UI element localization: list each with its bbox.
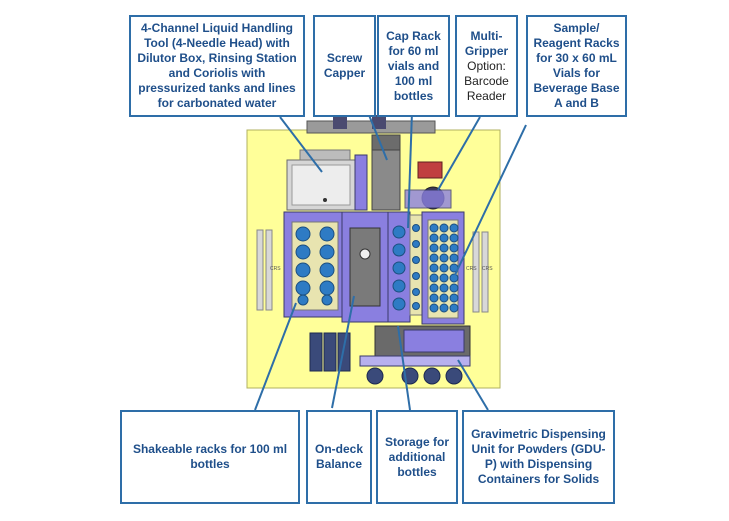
deck-label-crs-right-2: CRS [482,266,493,272]
multi-gripper-option: Option: Barcode Reader [464,58,509,103]
deck-left-rail-1 [256,229,264,311]
deck-right-rail-1 [472,231,480,313]
balance-pan [359,248,371,260]
deck-right-rail-2 [481,231,489,313]
deck-left-rail-2 [265,229,273,311]
liquid-handling-port [323,198,327,202]
liquid-handling-purple-edge [354,154,368,211]
gripper-arm [404,189,452,209]
gdu-module-panel [403,329,465,353]
deck-top-clip-1 [333,115,347,129]
callout-cap-rack: Cap Rack for 60 ml vials and 100 ml bott… [377,15,450,117]
callout-screw-capper: Screw Capper [313,15,376,117]
deck-top-clip-2 [372,115,386,129]
cap-rack-caps [392,225,406,311]
liquid-handling-top-strip [299,149,351,161]
multi-gripper-title: Multi-Gripper [464,28,509,58]
callout-balance: On-deck Balance [306,410,372,504]
callout-sample-racks: Sample/ Reagent Racks for 30 x 60 mL Via… [526,15,627,117]
balance-pan-housing [349,227,381,307]
cap-rack-small-caps [412,224,420,310]
gdu-lower-bar [359,355,471,367]
shakeable-rack-bottles [295,226,335,306]
deck-top-rail [306,120,436,134]
callout-shakeable-racks: Shakeable racks for 100 ml bottles [120,410,300,504]
callout-storage: Storage for additional bottles [376,410,458,504]
callout-multi-gripper: Multi-Gripper Option: Barcode Reader [455,15,518,117]
deck-label-crs-left: CRS [270,266,281,272]
callout-liquid-handling: 4-Channel Liquid Handling Tool (4-Needle… [129,15,305,117]
gripper-red-block [417,161,443,179]
sample-rack-vials [429,223,459,313]
screw-capper-top [371,134,401,151]
gdu-containers [366,367,463,385]
callout-gdu: Gravimetric Dispensing Unit for Powders … [462,410,615,504]
deck-label-crs-right: CRS [466,266,477,272]
